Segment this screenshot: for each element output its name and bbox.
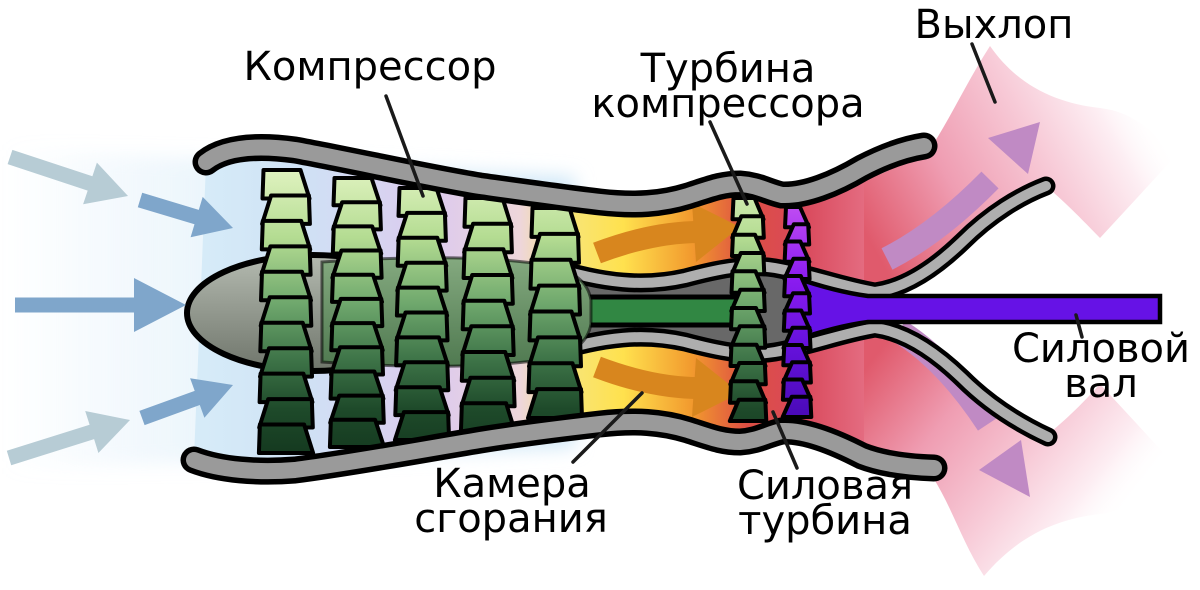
blade-segment [462, 221, 514, 255]
casing-bottom [186, 414, 942, 480]
combustion-arrow-lower-shaft [593, 356, 705, 400]
leader-exhaust [970, 42, 997, 104]
intake-arrow [139, 378, 233, 426]
combustion-arrow-upper-shaft [593, 220, 705, 264]
exhaust-arrow-upper-head [988, 122, 1040, 174]
blade-segment [330, 248, 384, 280]
blade-segment [729, 287, 767, 313]
intake-arrow [137, 192, 233, 238]
blade-segment [258, 346, 314, 379]
blade-segment [328, 393, 386, 425]
blade-segment [728, 324, 768, 350]
blade-segment [260, 193, 312, 226]
diagram-labels: Компрессор Турбина компрессора Выхлоп Ка… [243, 2, 1190, 544]
blade-segment [395, 260, 449, 293]
label-compressor-turbine-line1: Турбина [640, 46, 816, 92]
blade-segment [461, 273, 515, 306]
blade-segment [528, 283, 582, 317]
power-shaft [790, 273, 1163, 345]
leader-power-turbine [771, 410, 799, 470]
label-exhaust: Выхлоп [915, 2, 1074, 48]
engine-casing [180, 132, 948, 485]
leader-combustion [571, 391, 644, 464]
air-intake-arrows [6, 149, 233, 466]
blade-segment [730, 214, 766, 240]
label-combustion-line2: сгорания [414, 496, 608, 542]
combustion-flow-arrows [593, 203, 740, 417]
leader-compressor [384, 94, 425, 198]
blade-segment [256, 422, 316, 455]
blade-segment [329, 345, 385, 377]
blade-segment [396, 210, 448, 243]
blade-segment [529, 231, 581, 265]
blade-segment [394, 310, 450, 343]
leader-lines [384, 42, 1084, 470]
label-power-turbine-line2: турбина [738, 498, 912, 544]
intake-arrow [15, 278, 186, 332]
blade-segment [781, 360, 813, 385]
blade-segment [782, 256, 812, 281]
blade-segment [331, 200, 383, 232]
exhaust-arrow-lower-head [979, 440, 1030, 497]
blade-segment [727, 397, 769, 423]
label-combustion-line1: Камера [433, 461, 591, 507]
power-turbine-blades [780, 205, 814, 419]
blade-segment [393, 360, 451, 393]
blade-segment [782, 291, 812, 316]
label-power-shaft-line1: Силовой [1012, 326, 1190, 372]
compressor-blades [256, 168, 584, 455]
intake-arrow [7, 149, 129, 205]
label-power-turbine-line1: Силовая [737, 463, 913, 509]
blade-segment [329, 296, 385, 329]
combustion-arrow-upper-head [692, 203, 740, 262]
leader-power-shaft [1074, 313, 1084, 339]
blade-segment [258, 295, 314, 328]
blade-segment [729, 251, 767, 277]
label-compressor: Компрессор [243, 44, 496, 90]
blade-segment [728, 361, 768, 387]
casing-top [198, 138, 932, 212]
label-compressor-turbine-line2: компрессора [591, 81, 864, 127]
combustion-arrow-lower-head [692, 358, 740, 417]
exhaust-arrow-upper-shaft [881, 171, 999, 270]
label-power-shaft-line2: вал [1064, 361, 1138, 407]
leader-compressor-turbine [708, 120, 749, 206]
blade-segment [780, 394, 814, 419]
blade-segment [259, 244, 313, 277]
compressor-turbine-blades [727, 196, 769, 423]
blade-segment [257, 397, 315, 430]
blade-segment [782, 222, 812, 247]
blade-segment [460, 324, 516, 357]
lining-lower [543, 322, 1053, 442]
blade-segment [327, 417, 387, 449]
blade-segment [459, 375, 517, 409]
intake-arrow [6, 411, 130, 466]
blade-segment [527, 335, 583, 369]
lining-upper [543, 181, 1051, 298]
blade-segment [781, 325, 813, 350]
inner-duct-linings [538, 176, 1058, 447]
